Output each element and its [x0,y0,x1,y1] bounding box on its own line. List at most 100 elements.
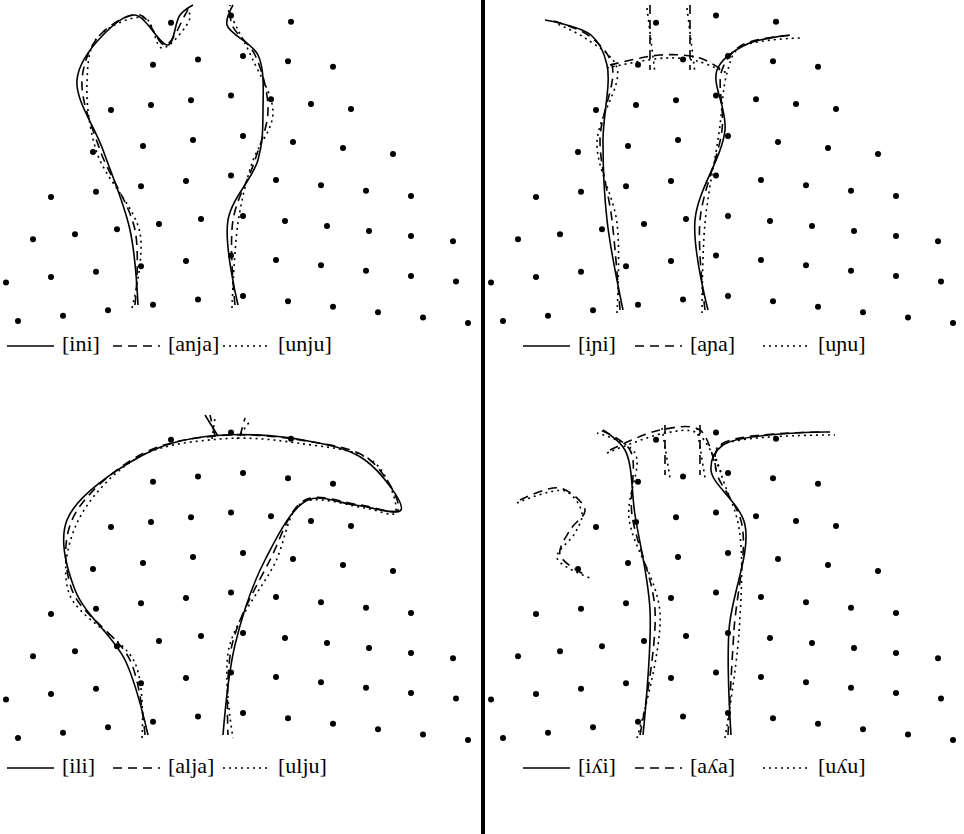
electrode-dot [793,518,799,524]
electrode-dot [713,589,719,595]
electrode-dot [775,139,781,145]
electrode-dot [273,594,279,600]
legend-line-sample [7,345,54,347]
contact-contour [77,5,193,305]
electrode-dot [3,279,9,285]
electrode-dot [803,182,809,188]
electrode-dot [758,177,764,183]
electrode-dot [803,679,809,685]
legend-label: [iʎi] [578,755,616,777]
electrode-dot [420,315,426,321]
contact-contour [715,435,835,738]
electrode-dot [809,223,815,229]
contact-contour [63,434,401,735]
electrode-dot [557,648,563,654]
electrode-dot [48,611,54,617]
electrode-dot [285,298,291,304]
electrode-dot [390,151,396,157]
electrode-dot [90,566,96,572]
electrode-dot [324,223,330,229]
electrode-dot [860,309,866,315]
electrode-dot [190,137,196,143]
electrode-dot [725,293,731,299]
electrode-dot [815,64,821,70]
electrode-dot [183,595,189,601]
contact-contour [205,415,218,436]
electrode-dot [285,715,291,721]
contact-contour [82,5,190,305]
electrode-dot [893,193,899,199]
electrode-dot [713,429,719,435]
contact-contour [662,428,670,478]
electrode-dot [195,713,201,719]
electrode-dot [633,102,639,108]
legend-label: [unju] [278,333,332,355]
contact-contour [550,20,620,310]
contact-contour [597,433,660,738]
electrode-dot [228,509,234,515]
electrode-dot [318,182,324,188]
electrode-dot [15,318,21,324]
electrode-dot [450,238,456,244]
legend-line-sample [113,767,160,769]
electrode-dot [653,437,659,443]
electrode-dot [770,298,776,304]
electrode-dot [725,550,731,556]
electrode-dot [625,143,631,149]
electrode-dot [48,194,54,200]
electrode-dot [680,473,686,479]
electrode-dot [578,606,584,612]
contact-contour [647,8,655,73]
electrode-dot [515,236,521,242]
contact-contour [520,488,585,575]
electrode-dot [803,262,809,268]
electrode-dot [533,611,539,617]
electrode-dot [363,685,369,691]
electrode-dot [168,437,174,443]
electrode-dot [198,216,204,222]
electrode-dot [408,273,414,279]
electrode-dot [935,238,941,244]
electrode-dot [815,304,821,310]
electrode-dot [635,479,641,485]
electrode-dot [725,213,731,219]
legend-line-sample [223,767,270,769]
electrode-dot [290,556,296,562]
electrode-dot [725,133,731,139]
electrode-dot [533,691,539,697]
electrode-dot [375,309,381,315]
electrode-dot [815,481,821,487]
electrode-dot [590,724,596,730]
electrode-dot [240,133,246,139]
electrode-dot [599,643,605,649]
electrode-dot [348,523,354,529]
contact-contour [517,490,590,578]
electrode-dot [673,97,679,103]
electrode-dot [938,279,944,285]
electrode-dot [240,630,246,636]
electrode-dot [893,610,899,616]
electrode-dot [488,279,494,285]
electrode-dot [848,268,854,274]
electrode-dot [683,216,689,222]
electrode-dot [465,320,471,326]
electrode-dot [848,188,854,194]
electrode-dot [72,231,78,237]
electrode-dot [188,514,194,520]
electrode-dot [893,650,899,656]
electrode-dot [905,315,911,321]
electrode-dot [240,53,246,59]
electrode-dot [453,279,459,285]
contact-contour [610,55,722,70]
electrode-dot [590,307,596,313]
legend-label: [ili] [62,755,95,777]
electrode-dot [340,562,346,568]
electrode-dot [680,713,686,719]
legend-line-sample [523,345,570,347]
electrode-dot [950,737,956,743]
electrode-dot [3,696,9,702]
electrode-dot [188,97,194,103]
electrode-dot [775,556,781,562]
